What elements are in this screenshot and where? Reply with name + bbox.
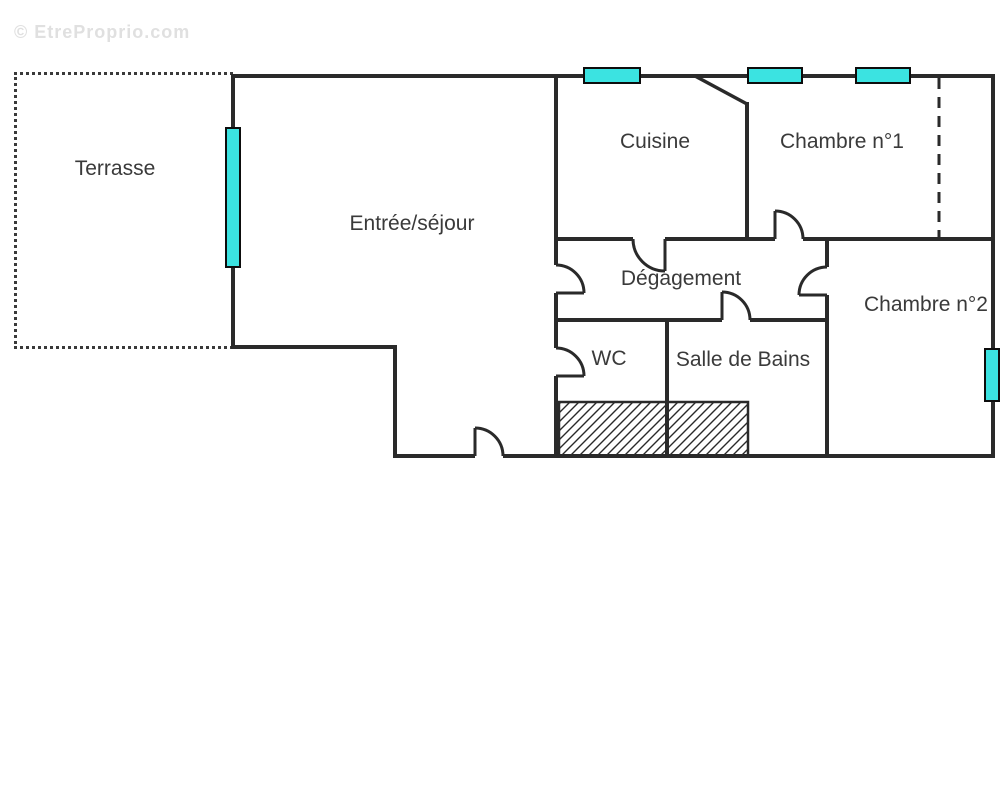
room-label-sdb: Salle de Bains: [675, 348, 811, 371]
entrance-door-arc: [474, 426, 505, 457]
wall-degagement-top-a: [554, 237, 633, 241]
wall-chambre2-west-a: [825, 237, 829, 267]
window-chambre2: [984, 348, 1000, 402]
watermark: © EtreProprio.com: [14, 22, 191, 42]
wall-sejour-cuisine: [554, 74, 558, 265]
wall-cuisine-chambre1: [745, 102, 749, 241]
wall-wc-top: [554, 318, 722, 322]
cuisine-chamfer-wall: [694, 74, 748, 106]
sdb-door-arc: [721, 290, 752, 321]
wall-degagement-top-b: [665, 237, 775, 241]
wall-sejour-wc: [554, 376, 558, 458]
wall-sejour-bottom-left: [231, 345, 397, 349]
room-label-sejour: Entrée/séjour: [349, 212, 475, 235]
wall-degagement-top-c: [803, 237, 995, 241]
room-label-chambre1: Chambre n°1: [780, 130, 904, 153]
window-sejour-terrasse: [225, 127, 241, 268]
terrace-outline: [14, 72, 233, 349]
chambre1-door-arc: [774, 209, 805, 240]
cuisine-door-arc: [631, 238, 666, 273]
room-label-wc: WC: [591, 347, 627, 370]
wall-wc-sdb: [665, 318, 669, 458]
window-chambre1-right: [855, 67, 911, 84]
room-label-terrasse: Terrasse: [74, 157, 156, 180]
window-cuisine: [583, 67, 641, 84]
wall-right: [991, 74, 995, 458]
hatched-area-sdb: [665, 400, 750, 458]
wall-bottom-a: [393, 454, 475, 458]
chambre2-door-arc: [797, 265, 828, 296]
room-label-cuisine: Cuisine: [619, 130, 691, 153]
room-label-chambre2: Chambre n°2: [864, 293, 988, 316]
degagement-door-arc: [555, 263, 586, 294]
wall-sejour-step: [393, 345, 397, 458]
room-label-degagement: Dégagement: [620, 267, 742, 290]
window-chambre1-left: [747, 67, 803, 84]
wall-sdb-top: [750, 318, 829, 322]
hatched-area-wc: [557, 400, 669, 458]
wc-door-arc: [555, 346, 586, 377]
wall-chambre2-west-b: [825, 295, 829, 458]
